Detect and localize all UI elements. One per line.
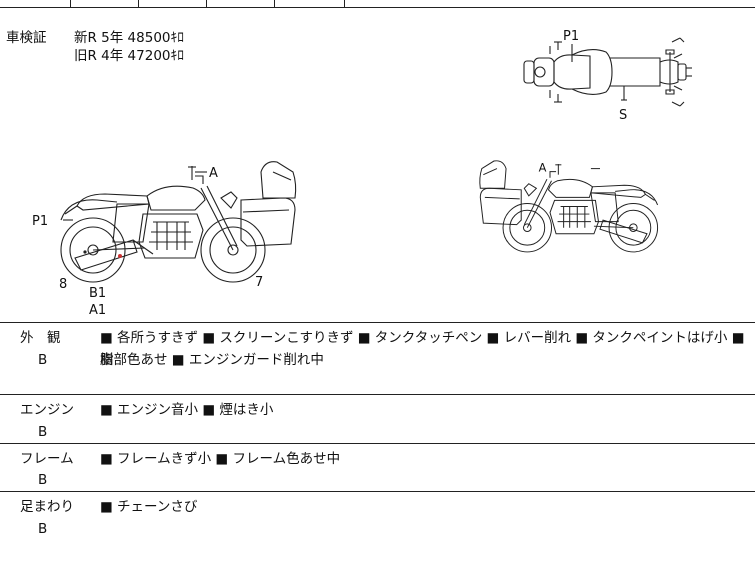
section-divider	[0, 443, 755, 444]
label-left-p1: P1	[32, 214, 48, 229]
section-label: 足まわり	[20, 499, 74, 515]
section-label: フレーム	[20, 451, 74, 467]
label-left-8: 8	[59, 277, 67, 292]
label-left-b1: B1	[89, 286, 106, 301]
motorcycle-right-view: A	[479, 160, 659, 253]
label-top-p1: P1	[563, 29, 579, 44]
top-cell-divider	[274, 0, 275, 7]
label-left-a1: A1	[89, 303, 106, 318]
section-notes-line1: ■ エンジン音小 ■ 煙はき小	[100, 402, 274, 418]
top-cell-divider	[344, 0, 345, 7]
section-grade: B	[38, 424, 48, 440]
motorcycle-left-view: A P1 8 B1 A1 7	[32, 161, 297, 318]
section-notes-line1: ■ 各所うすきず ■ スクリーンこすりきず ■ タンクタッチペン ■ レバー削れ…	[100, 330, 745, 368]
section-grade: B	[38, 352, 48, 368]
section-notes-line2: 脂部色あせ ■ エンジンガード削れ中	[100, 352, 324, 368]
diagram-bottom-border	[0, 322, 755, 323]
inspection-new: 新R 5年 48500ｷﾛ	[74, 30, 184, 46]
inspection-label: 車検証	[6, 30, 47, 46]
inspection-old: 旧R 4年 47200ｷﾛ	[74, 48, 184, 64]
motorcycle-top-view: P1 S	[523, 29, 692, 123]
top-cell-divider	[206, 0, 207, 7]
section-notes-line1: ■ フレームきず小 ■ フレーム色あせ中	[100, 451, 341, 467]
label-left-a: A	[209, 166, 218, 181]
section-label: 外 観	[20, 330, 61, 346]
label-top-s: S	[619, 108, 627, 123]
section-divider	[0, 394, 755, 395]
top-cell-divider	[70, 0, 71, 7]
label-left-7: 7	[255, 275, 263, 290]
section-label: エンジン	[20, 402, 74, 418]
section-grade: B	[38, 472, 48, 488]
section-grade: B	[38, 521, 48, 537]
section-notes-line1: ■ チェーンさび	[100, 499, 198, 515]
section-divider	[0, 491, 755, 492]
top-row-border	[0, 7, 755, 8]
top-cell-divider	[138, 0, 139, 7]
label-right-a: A	[539, 161, 547, 175]
